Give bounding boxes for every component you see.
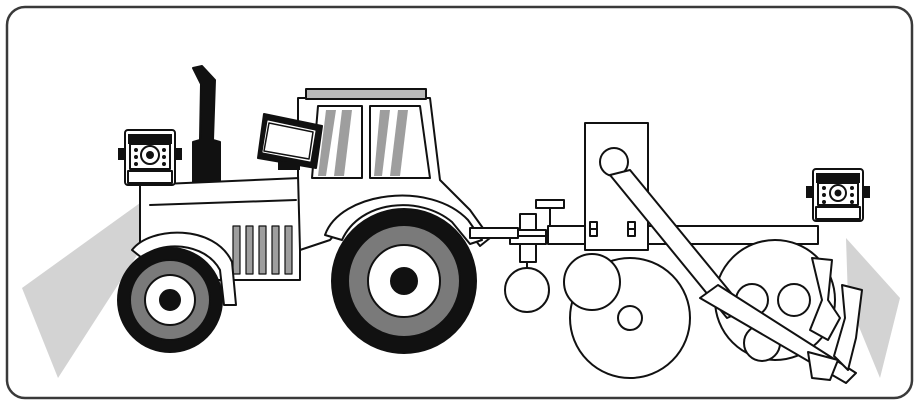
implement-disc [564,254,620,310]
rear-camera-icon [806,169,870,221]
front-wheel [118,248,222,352]
rear-wheel [332,209,476,353]
cab-roof [306,89,426,99]
front-camera-icon [118,130,182,185]
